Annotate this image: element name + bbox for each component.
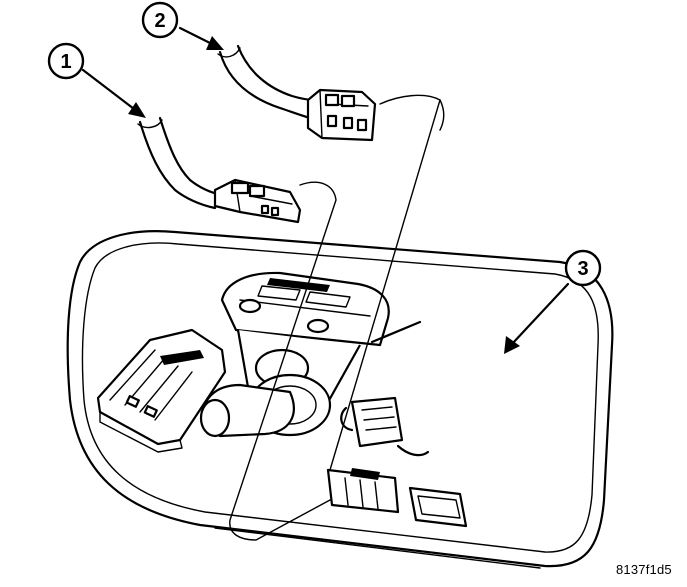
callout-arrow-2	[178, 26, 224, 50]
callout-2: 2	[141, 1, 179, 39]
callout-1-label: 1	[60, 51, 71, 73]
harness-connector-2	[217, 44, 377, 142]
connection-guide-lines	[229, 94, 445, 541]
mirror-lower-receptacle	[326, 468, 400, 514]
mirror-mount-boss	[220, 271, 390, 347]
figure-id: 8137f1d5	[616, 562, 672, 577]
mount-leader-line	[370, 320, 422, 344]
harness-connector-1	[137, 116, 302, 224]
callout-3-label: 3	[577, 258, 588, 280]
callout-2-label: 2	[154, 10, 165, 32]
callout-arrow-1	[81, 68, 146, 118]
windshield-mount-bracket	[96, 328, 227, 453]
callout-1: 1	[47, 42, 85, 80]
mirror-right-slot	[408, 486, 468, 528]
callout-3: 3	[564, 249, 602, 287]
mirror-upper-receptacle	[340, 396, 430, 457]
callout-arrow-3	[504, 282, 570, 354]
mirror-ball-joint	[199, 373, 332, 438]
rearview-mirror-housing	[66, 230, 614, 569]
